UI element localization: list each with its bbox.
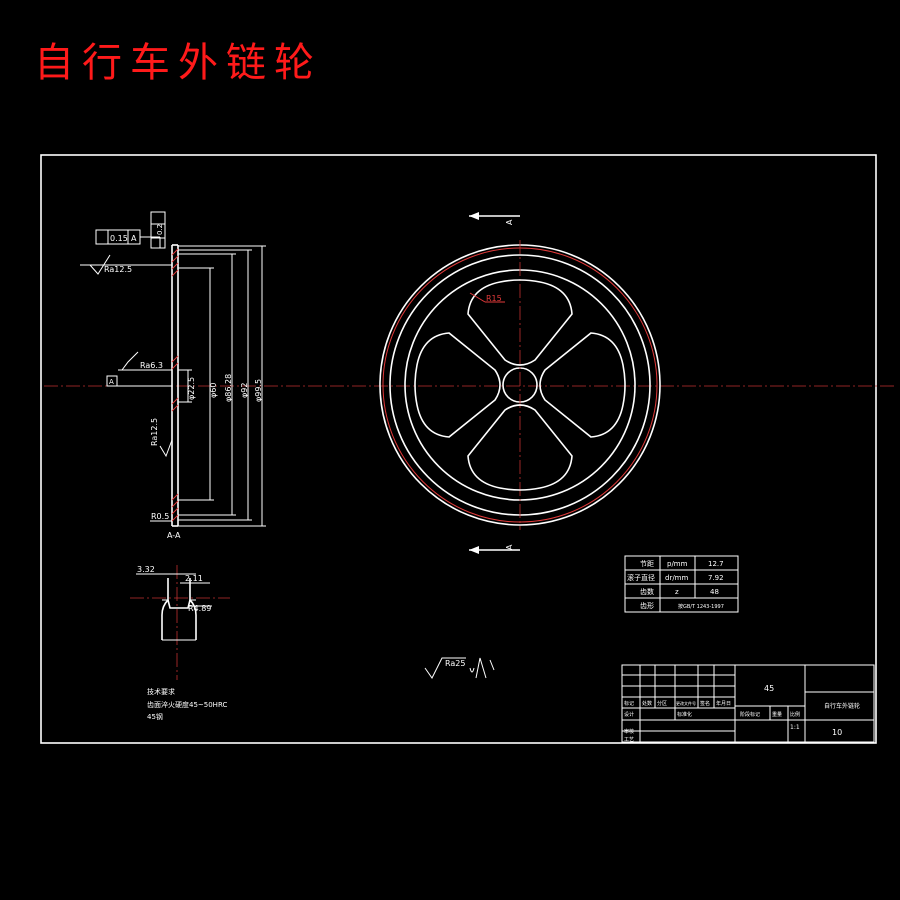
section-hatching [171,248,179,522]
svg-text:A: A [109,378,114,386]
svg-text:7.92: 7.92 [708,574,724,582]
roughness-lower: Ra12.5 [150,418,159,446]
drawing-border [40,154,877,744]
svg-text:12.7: 12.7 [708,560,724,568]
material: 45 [764,684,774,693]
svg-text:48: 48 [710,588,719,596]
svg-text:年月日: 年月日 [716,700,731,707]
scale: 1:1 [790,724,800,731]
tolerance-value-1: 0.15 [110,234,128,243]
svg-text:比例: 比例 [790,711,800,718]
cut-marker-top: A [505,219,514,225]
svg-text:重量: 重量 [772,711,782,718]
svg-text:设计: 设计 [624,711,634,718]
part-name: 自行车外链轮 [824,702,860,710]
notes-line2: 45钢 [147,712,163,721]
svg-text:分区: 分区 [657,700,667,707]
svg-text:按GB/T 1243-1997: 按GB/T 1243-1997 [678,603,724,610]
parameter-table: 节距 p/mm 12.7 滚子直径 dr/mm 7.92 齿数 z 48 齿形 … [624,555,739,613]
tooth-detail: 3.32 2.11 R4.89 [130,565,230,680]
tooth-dim-3: R4.89 [188,604,211,613]
svg-text:阶段标记: 阶段标记 [740,711,760,718]
tolerance-value-2: 0.2 [156,224,164,235]
svg-text:z: z [675,588,679,596]
dim-d99: φ99.5 [254,379,263,402]
dim-d92: φ92 [240,383,249,398]
notes-heading: 技术要求 [147,687,175,696]
front-view: R15 A A [379,212,661,554]
roughness-mid: Ra6.3 [140,361,163,370]
svg-text:dr/mm: dr/mm [665,574,688,582]
svg-text:更改文件号: 更改文件号 [676,700,696,706]
svg-text:滚子直径: 滚子直径 [627,573,655,582]
spoke-windows [414,279,626,491]
fillet-label: R0.5 [151,512,169,521]
svg-text:标记: 标记 [624,700,634,707]
svg-text:审核: 审核 [624,728,634,735]
cut-marker-bottom: A [505,544,514,550]
tolerance-frame-2 [150,211,166,249]
svg-text:齿形: 齿形 [640,602,654,610]
svg-text:工艺: 工艺 [624,737,634,743]
dim-d60: φ60 [209,383,218,398]
svg-text:p/mm: p/mm [667,560,688,568]
svg-text:齿数: 齿数 [640,587,654,596]
dim-d86: φ86.28 [224,374,233,402]
svg-text:标准化: 标准化 [677,711,692,718]
tooth-dim-2: 2.11 [185,574,203,583]
svg-text:处数: 处数 [642,700,652,707]
general-roughness: Ra25 [424,657,495,679]
svg-text:节距: 节距 [640,560,654,568]
tolerance-datum-1: A [131,234,137,243]
tooth-dim-1: 3.32 [137,565,155,574]
drawing-title: 自行车外链轮 [34,40,322,86]
drawing-number: 10 [832,728,842,737]
svg-text:Ra25: Ra25 [445,659,465,668]
svg-text:签名: 签名 [700,700,710,707]
roughness-top: Ra12.5 [104,265,132,274]
fillet-r15: R15 [486,294,502,303]
section-view: φ22.5 φ60 φ86.28 φ92 φ99.5 0.15 A 0.2 Ra… [80,211,266,540]
title-block: 标记 处数 分区 更改文件号 签名 年月日 设计 标准化 阶段标记 重量 比例 … [621,664,875,743]
section-label: A-A [167,531,181,540]
notes-line1: 齿面淬火硬度45~50HRC [147,700,227,709]
dim-bore: φ22.5 [187,377,196,400]
